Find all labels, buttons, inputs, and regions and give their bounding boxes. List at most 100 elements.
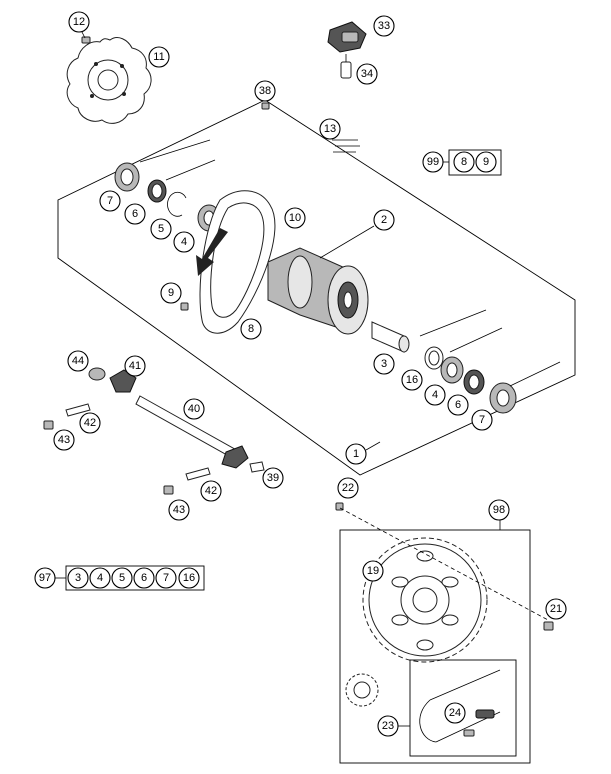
axle-screw-right[interactable]: [185, 467, 211, 481]
distance-sleeve[interactable]: [371, 321, 410, 353]
svg-text:7: 7: [107, 195, 113, 207]
callout-8: 8: [240, 318, 262, 340]
axle-spacer-left[interactable]: [88, 367, 106, 381]
callout-43-right: 43: [168, 499, 190, 521]
callout-12: 12: [68, 11, 90, 33]
callout-22: 22: [337, 477, 359, 499]
callout-16: 16: [401, 369, 423, 391]
svg-text:42: 42: [205, 485, 217, 497]
callout-9: 9: [160, 282, 182, 304]
callout-97-part-7: 7: [155, 567, 177, 589]
svg-text:8: 8: [461, 156, 467, 168]
callout-97-part-6: 6: [133, 567, 155, 589]
callout-13: 13: [319, 118, 341, 140]
svg-text:1: 1: [353, 448, 359, 460]
callout-5-left: 5: [150, 218, 172, 240]
disc-screw[interactable]: [81, 36, 91, 44]
dust-boot-left[interactable]: [114, 162, 140, 192]
brake-disc[interactable]: [66, 37, 152, 124]
callout-98: 98: [488, 499, 510, 521]
axle-clamp-left[interactable]: [109, 369, 137, 393]
callout-38: 38: [254, 80, 276, 102]
callout-19: 19: [362, 560, 384, 582]
spoke-nipple[interactable]: [180, 302, 189, 311]
svg-text:39: 39: [267, 472, 279, 484]
axle-nut-right[interactable]: [163, 485, 174, 495]
callout-4-left: 4: [173, 231, 195, 253]
chain-kit-outline: [409, 659, 517, 757]
nipple-nut[interactable]: [261, 102, 270, 110]
svg-text:21: 21: [550, 603, 562, 615]
svg-text:13: 13: [324, 123, 336, 135]
svg-text:99: 99: [427, 156, 439, 168]
callout-43-left: 43: [53, 429, 75, 451]
callout-24: 24: [444, 702, 466, 724]
svg-text:4: 4: [97, 572, 103, 584]
chain-guide[interactable]: [327, 21, 367, 53]
callout-7-left: 7: [99, 190, 121, 212]
axle-screw-left[interactable]: [65, 403, 91, 417]
svg-text:3: 3: [381, 358, 387, 370]
svg-text:43: 43: [173, 504, 185, 516]
callout-11: 11: [148, 46, 170, 68]
svg-text:6: 6: [455, 399, 461, 411]
svg-text:40: 40: [188, 403, 200, 415]
wheel-spindle[interactable]: [135, 395, 249, 469]
svg-text:23: 23: [382, 720, 394, 732]
svg-text:33: 33: [378, 20, 390, 32]
svg-text:6: 6: [141, 572, 147, 584]
callout-42-right: 42: [200, 480, 222, 502]
svg-text:2: 2: [381, 214, 387, 226]
shaft-seal-left[interactable]: [147, 179, 167, 203]
svg-text:4: 4: [432, 389, 438, 401]
callout-97-part-3: 3: [67, 567, 89, 589]
callout-39: 39: [262, 467, 284, 489]
svg-text:8: 8: [248, 323, 254, 335]
bearing-right[interactable]: [440, 356, 464, 384]
spacer-ring-right[interactable]: [424, 346, 444, 370]
callout-97: 97: [34, 567, 56, 589]
svg-text:5: 5: [158, 223, 164, 235]
spoke-set[interactable]: [332, 139, 360, 153]
axle-nut-left[interactable]: [43, 420, 54, 430]
chain-guide-spacer[interactable]: [340, 61, 352, 79]
chain-connecting-link[interactable]: [463, 709, 495, 737]
svg-text:19: 19: [367, 565, 379, 577]
callout-97-part-4: 4: [89, 567, 111, 589]
circlip-left[interactable]: [167, 191, 187, 217]
svg-text:12: 12: [73, 16, 85, 28]
wheel-hub[interactable]: [267, 247, 369, 335]
svg-text:43: 43: [58, 434, 70, 446]
sprocket-kit-outline: [339, 529, 531, 764]
shaft-seal-right[interactable]: [463, 369, 485, 395]
svg-text:44: 44: [72, 355, 84, 367]
callout-97-part-16: 16: [178, 567, 200, 589]
sprocket-nut[interactable]: [543, 621, 554, 631]
kit-99-box: [448, 149, 502, 176]
axle-plug[interactable]: [249, 461, 265, 473]
callout-6-left: 6: [124, 203, 146, 225]
callout-1: 1: [345, 443, 367, 465]
callout-99: 99: [422, 151, 444, 173]
svg-text:7: 7: [479, 414, 485, 426]
svg-text:7: 7: [163, 572, 169, 584]
callout-99-part-8: 8: [453, 151, 475, 173]
callout-41: 41: [124, 355, 146, 377]
callout-42-left: 42: [79, 412, 101, 434]
rear-sprocket[interactable]: [362, 537, 488, 663]
svg-text:9: 9: [168, 287, 174, 299]
front-sprocket[interactable]: [345, 673, 379, 707]
dust-boot-right[interactable]: [489, 382, 517, 414]
svg-text:38: 38: [259, 85, 271, 97]
svg-text:98: 98: [493, 504, 505, 516]
svg-text:34: 34: [361, 68, 373, 80]
callout-99-part-9: 9: [475, 151, 497, 173]
svg-text:16: 16: [183, 572, 195, 584]
callout-3: 3: [373, 353, 395, 375]
svg-text:22: 22: [342, 482, 354, 494]
callout-4-right: 4: [424, 384, 446, 406]
svg-text:4: 4: [181, 236, 187, 248]
callout-33: 33: [373, 15, 395, 37]
